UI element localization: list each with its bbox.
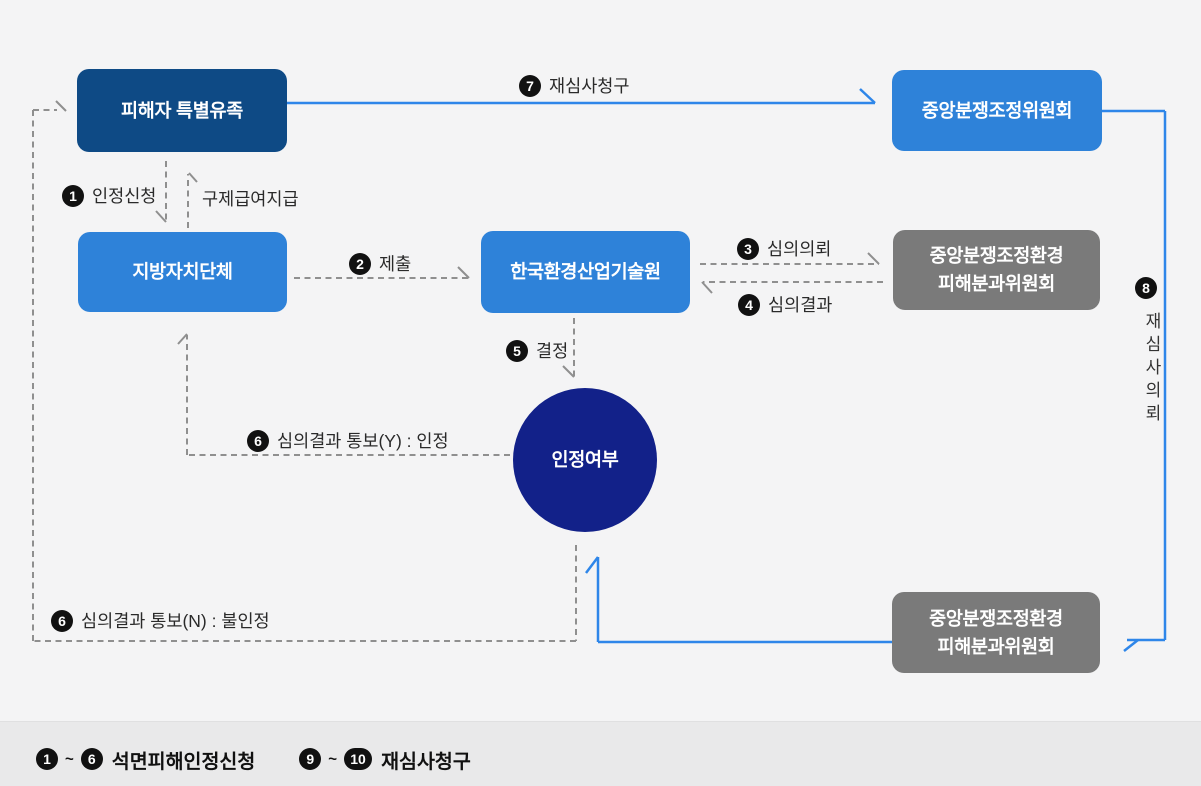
node-decision-label: 인정여부 [551, 449, 619, 470]
label-reexam-request: 7 재심사청구 [519, 73, 630, 98]
arrowhead-notify-no [55, 100, 67, 112]
node-subcommittee-bottom-line1: 중앙분쟁조정환경 [929, 607, 1063, 629]
label-notify-no: 6 심의결과 통보(N) : 불인정 [51, 608, 270, 633]
label-reexam-refer-badge: 8 [1135, 277, 1157, 299]
label-apply: 1 인정신청 [62, 183, 156, 208]
node-victim: 피해자 특별유족 [77, 69, 287, 152]
legend-badge-10: 10 [344, 748, 373, 770]
step-5-badge: 5 [506, 339, 528, 362]
label-submit-text: 제출 [379, 254, 412, 274]
legend-badge-6: 6 [80, 748, 103, 770]
edge-reexam-result-line [596, 557, 892, 644]
arrowhead-reexam-result [585, 556, 599, 574]
step-4-badge: 4 [738, 293, 760, 316]
step-6y-badge: 6 [247, 429, 269, 452]
label-decide-text: 결정 [536, 341, 569, 361]
step-7-badge: 7 [519, 74, 541, 97]
node-subcommittee-bottom-line2: 피해분과위원회 [937, 635, 1055, 657]
legend-label-application: 석면피해인정신청 [111, 750, 256, 773]
arrowhead-benefit [188, 172, 198, 183]
legend-tilde-1: ~ [65, 750, 74, 768]
legend: 1 ~ 6 석면피해인정신청 9 ~ 10 재심사청구 [36, 747, 471, 773]
step-3-badge: 3 [737, 237, 759, 260]
edge-notify-yes-line [186, 335, 510, 456]
node-local-government-label: 지방자치단체 [132, 261, 233, 282]
arrowhead-submit [457, 266, 470, 279]
arrowhead-reexam-refer [1123, 639, 1139, 652]
arrowhead-review-request [867, 252, 880, 265]
label-review-request: 3 심의의뢰 [737, 236, 831, 261]
step-6n-badge: 6 [51, 609, 73, 632]
node-subcommittee-mid-line2: 피해분과위원회 [937, 273, 1056, 294]
node-local-government: 지방자치단체 [78, 232, 287, 312]
step-8-badge: 8 [1135, 277, 1157, 299]
arrowhead-notify-yes [177, 333, 188, 345]
legend-band [0, 721, 1201, 786]
blue-connectors [287, 88, 1167, 652]
arrowhead-reexam-request [859, 88, 876, 104]
label-benefit-text: 구제급여지급 [202, 189, 299, 209]
arrowhead-apply [155, 210, 167, 223]
legend-badge-1: 1 [36, 748, 58, 770]
edge-reexam-refer-line [1102, 109, 1167, 642]
label-review-result: 4 심의결과 [738, 292, 832, 317]
label-notify-yes: 6 심의결과 통보(Y) : 인정 [247, 428, 449, 453]
legend-tilde-2: ~ [328, 750, 338, 768]
arrowhead-decide [562, 365, 575, 378]
arrowhead-review-result [701, 281, 713, 294]
node-keiti: 한국환경산업기술원 [481, 231, 690, 313]
label-notify-no-text: 심의결과 통보(N) : 불인정 [81, 611, 270, 631]
label-submit: 2 제출 [349, 251, 411, 276]
label-review-result-text: 심의결과 [768, 295, 833, 315]
node-subcommittee-mid: 중앙분쟁조정환경 피해분과위원회 [893, 230, 1100, 310]
legend-label-reexam: 재심사청구 [381, 750, 471, 773]
label-review-request-text: 심의의뢰 [767, 239, 832, 259]
label-notify-yes-text: 심의결과 통보(Y) : 인정 [277, 431, 449, 451]
node-decision-circle: 인정여부 [513, 388, 657, 532]
node-subcommittee-mid-line1: 중앙분쟁조정환경 [929, 245, 1064, 266]
legend-badge-9: 9 [299, 748, 322, 770]
label-reexam-request-text: 재심사청구 [549, 76, 630, 96]
node-subcommittee-bottom: 중앙분쟁조정환경 피해분과위원회 [892, 592, 1100, 673]
label-benefit: 구제급여지급 [202, 186, 299, 211]
node-keiti-label: 한국환경산업기술원 [510, 261, 661, 282]
dashed-connectors [32, 109, 883, 642]
node-central-committee: 중앙분쟁조정위원회 [892, 70, 1102, 151]
dashed-arrowheads [55, 100, 880, 378]
step-2-badge: 2 [349, 252, 371, 275]
node-victim-label: 피해자 특별유족 [121, 99, 243, 121]
label-reexam-refer-text: 재심사의뢰 [1142, 312, 1161, 427]
step-1-badge: 1 [62, 184, 84, 207]
edge-notify-no-line [32, 109, 577, 642]
node-central-committee-label: 중앙분쟁조정위원회 [921, 99, 1073, 121]
label-decide: 5 결정 [506, 338, 568, 363]
label-apply-text: 인정신청 [92, 186, 157, 206]
